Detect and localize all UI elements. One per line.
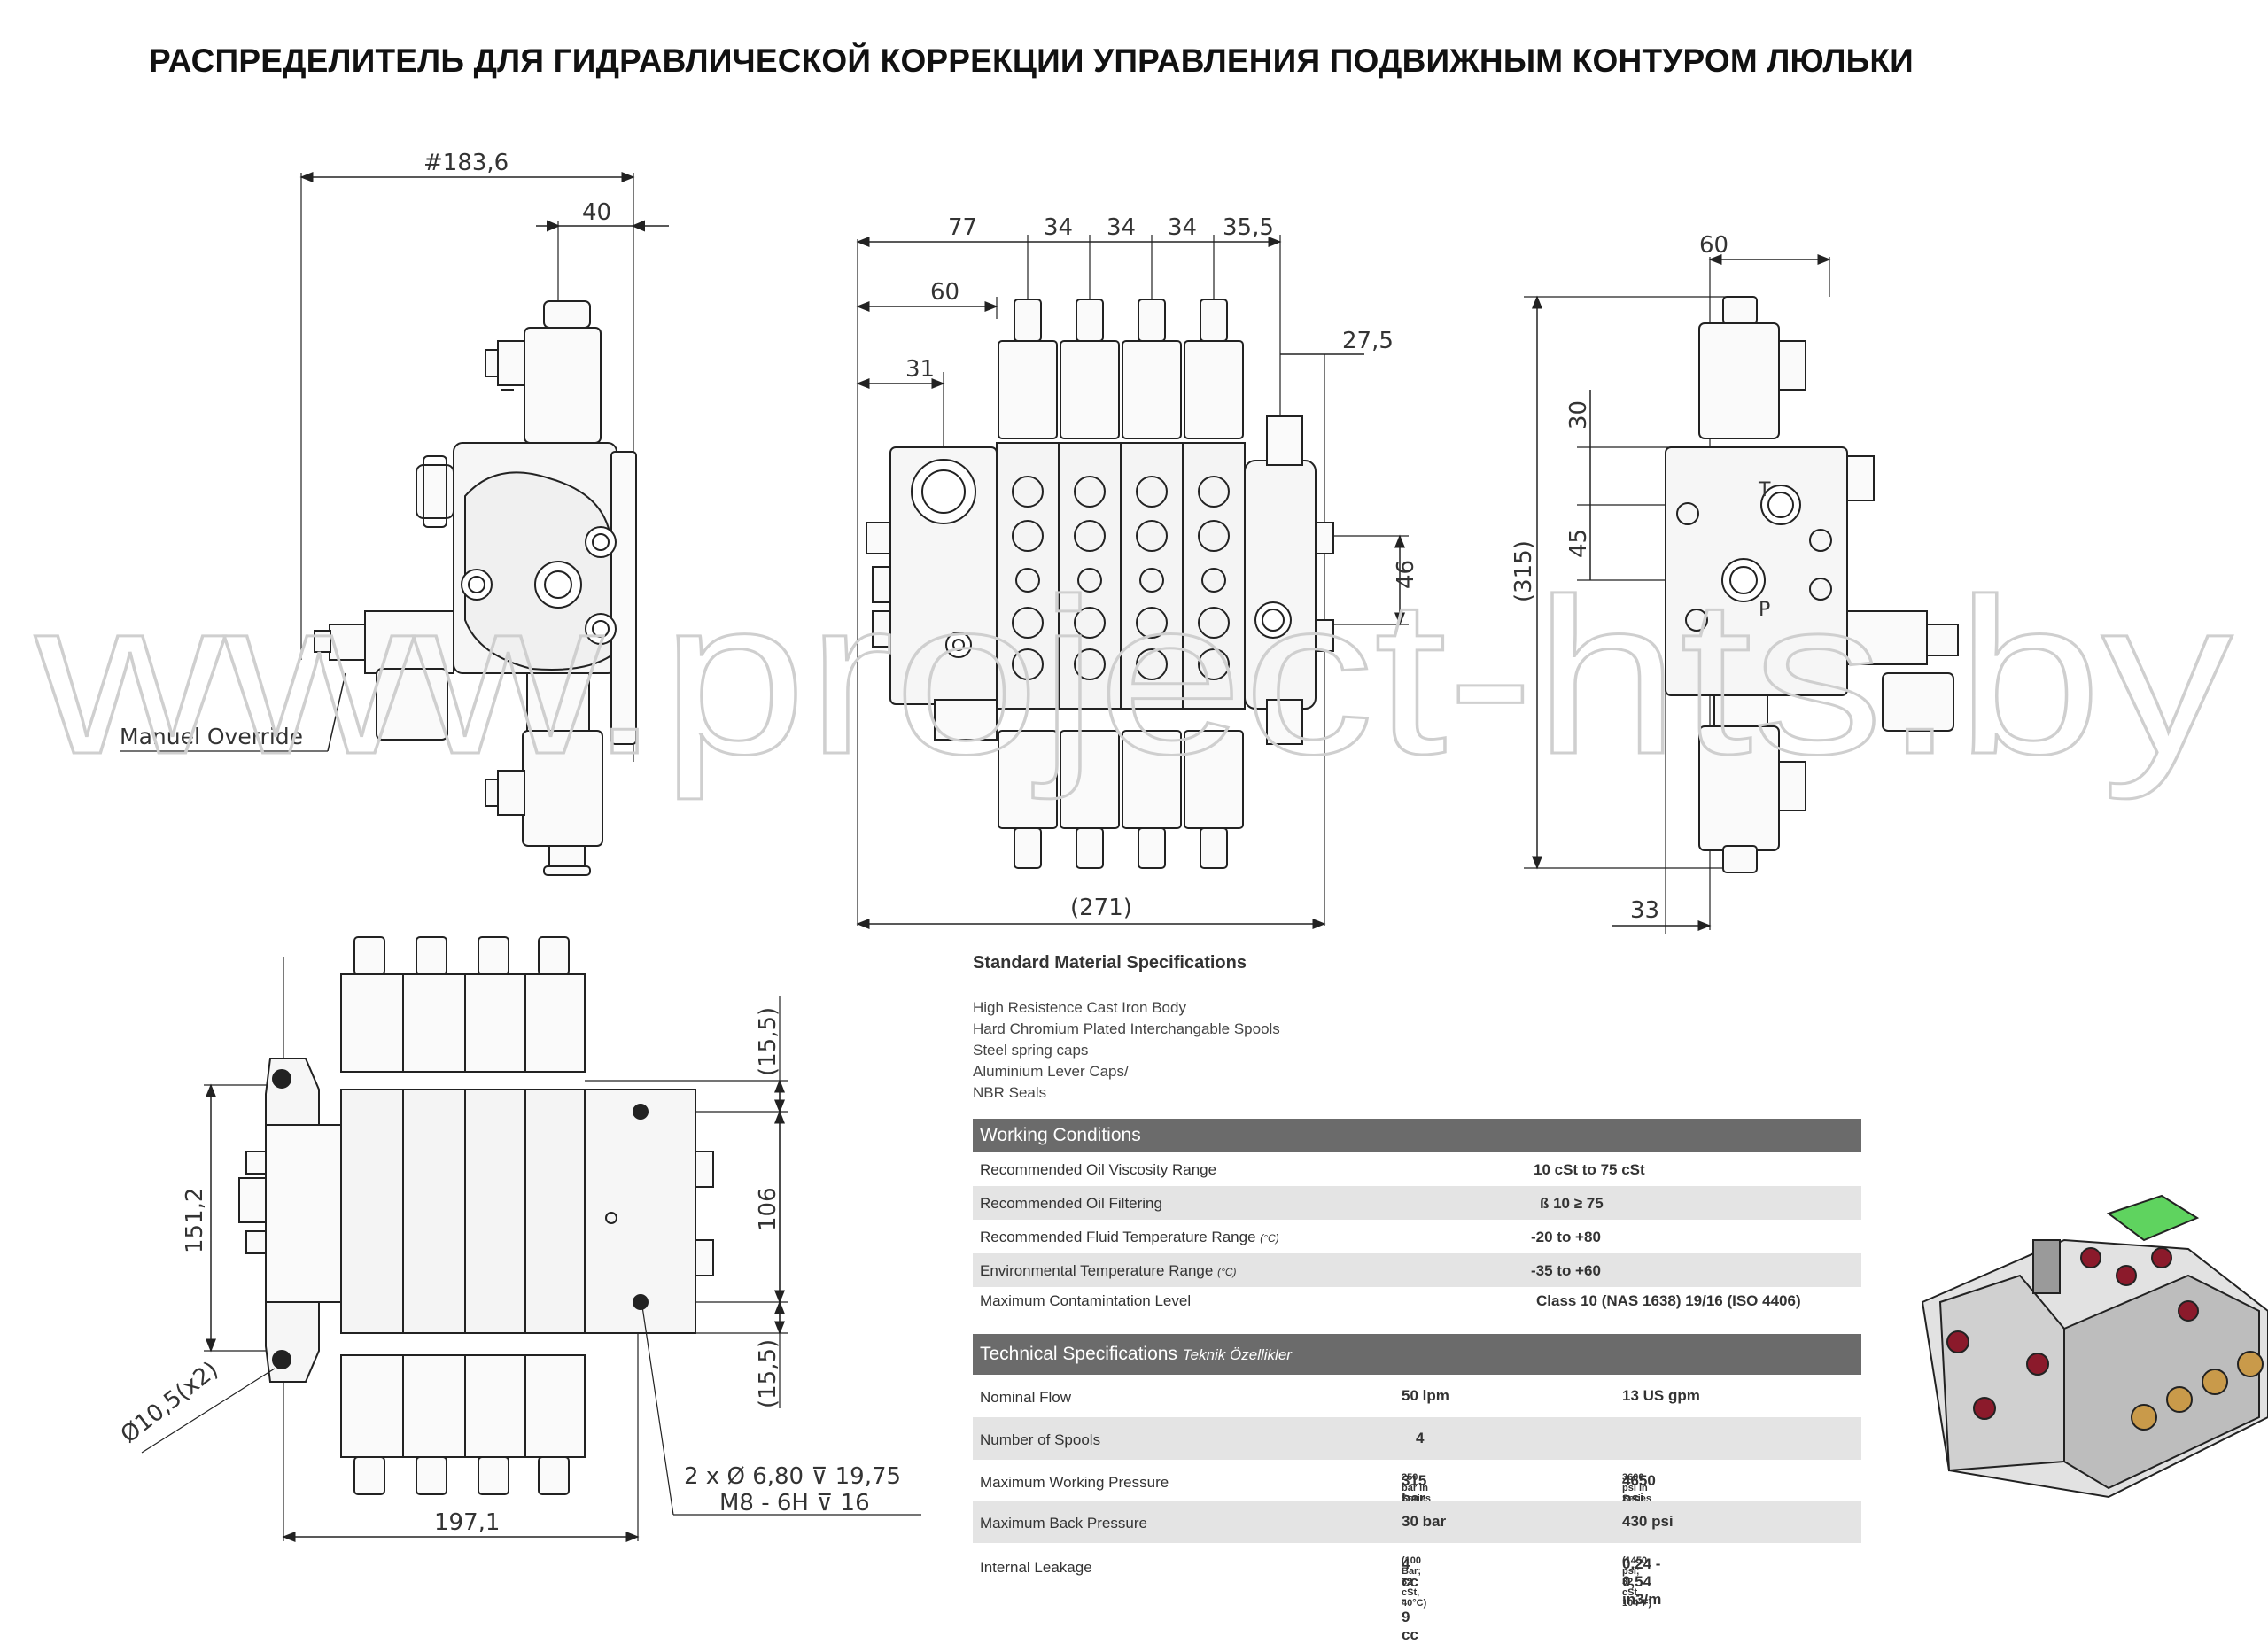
- dim-40: 40: [582, 199, 611, 226]
- row-label: Number of Spools: [980, 1431, 1101, 1448]
- row-label: Maximum Working Pressure: [980, 1474, 1169, 1491]
- row-value: -35 to +60: [1531, 1262, 1601, 1279]
- dim-15-5-top: (15,5): [755, 1007, 781, 1076]
- row-value-metric: 30 bar: [1402, 1513, 1447, 1530]
- table-row: Recommended Oil Viscosity Range 10 cSt t…: [973, 1152, 1861, 1186]
- dim-27-5: 27,5: [1342, 328, 1394, 354]
- material-item: NBR Seals: [973, 1084, 1047, 1101]
- table-row: Recommended Fluid Temperature Range (°C)…: [973, 1220, 1861, 1253]
- table-row: Environmental Temperature Range (°C) -35…: [973, 1253, 1861, 1287]
- dim-46: 46: [1393, 560, 1419, 589]
- dim-60-front: 60: [930, 279, 959, 306]
- dim-31: 31: [905, 356, 935, 383]
- material-list: High Resistence Cast Iron Body Hard Chro…: [973, 997, 1280, 1104]
- row-value-metric: 50 lpm: [1402, 1387, 1449, 1404]
- material-item: Hard Chromium Plated Interchangable Spoo…: [973, 1020, 1280, 1037]
- port-t-label: T: [1758, 479, 1771, 501]
- working-conditions-heading: Working Conditions: [973, 1119, 1861, 1152]
- dim-34-b: 34: [1107, 214, 1136, 241]
- right-view: [1524, 254, 1959, 934]
- dim-60-right: 60: [1699, 232, 1728, 259]
- dim-77: 77: [948, 214, 977, 241]
- bottom-solenoids: [998, 730, 1244, 869]
- row-label: Maximum Contamintation Level: [980, 1292, 1192, 1309]
- row-value-imperial: 430 psi: [1622, 1513, 1674, 1530]
- dim-151-2: 151,2: [182, 1188, 208, 1253]
- table-row: Nominal Flow 50 lpm 13 US gpm: [973, 1375, 1861, 1417]
- dim-35-5: 35,5: [1223, 214, 1274, 241]
- material-item: High Resistence Cast Iron Body: [973, 999, 1186, 1016]
- table-row: Recommended Oil Filtering ß 10 ≥ 75: [973, 1186, 1861, 1220]
- row-value-imperial: 13 US gpm: [1622, 1387, 1700, 1404]
- table-row: Internal Leakage 4 cc - 9 cc(100 Bar; 32…: [980, 1555, 1662, 1643]
- material-item: Aluminium Lever Caps/: [973, 1063, 1129, 1080]
- watermark: www.project-hts.by: [35, 553, 2233, 800]
- port-p-label: P: [1759, 599, 1770, 621]
- table-row: Maximum Contamintation Level Class 10 (N…: [973, 1287, 1861, 1321]
- row-label: Nominal Flow: [980, 1389, 1071, 1406]
- material-item: Steel spring caps: [973, 1042, 1089, 1059]
- row-value-metric: 4: [1416, 1430, 1425, 1446]
- ports: [1012, 476, 1230, 680]
- dim-106: 106: [755, 1187, 781, 1231]
- working-conditions-table: Working Conditions Recommended Oil Visco…: [973, 1119, 1861, 1321]
- bottom-view: [141, 936, 921, 1542]
- manual-override-label: Manuel Override: [120, 724, 303, 749]
- row-label: Recommended Oil Viscosity Range: [980, 1161, 1217, 1178]
- row-label: Recommended Fluid Temperature Range (°C): [980, 1229, 1279, 1245]
- front-view: [856, 235, 1409, 929]
- dim-15-5-bottom: (15,5): [755, 1339, 781, 1408]
- page-title: РАСПРЕДЕЛИТЕЛЬ ДЛЯ ГИДРАВЛИЧЕСКОЙ КОРРЕК…: [149, 43, 1914, 79]
- row-value: Class 10 (NAS 1638) 19/16 (ISO 4406): [1536, 1292, 1801, 1309]
- dim-183-6: #183,6: [423, 150, 509, 176]
- dim-197-1: 197,1: [434, 1509, 500, 1536]
- row-value: 10 cSt to 75 cSt: [1534, 1161, 1645, 1178]
- row-value: -20 to +80: [1531, 1229, 1601, 1245]
- valve-render-image: [1921, 1194, 2268, 1499]
- dim-34-c: 34: [1168, 214, 1197, 241]
- row-value: ß 10 ≥ 75: [1540, 1195, 1604, 1212]
- row-label: Maximum Back Pressure: [980, 1515, 1147, 1532]
- dim-34-a: 34: [1044, 214, 1073, 241]
- table-row: Maximum Back Pressure 30 bar 430 psi: [973, 1501, 1861, 1543]
- dim-271: (271): [1070, 895, 1132, 921]
- technical-specifications-table: Technical Specifications Teknik Özellikl…: [973, 1334, 1861, 1643]
- row-label: Internal Leakage: [980, 1559, 1092, 1576]
- material-heading: Standard Material Specifications: [973, 953, 1247, 973]
- dim-30: 30: [1565, 400, 1592, 430]
- row-label: Environmental Temperature Range (°C): [980, 1262, 1237, 1279]
- dim-315: (315): [1511, 540, 1537, 602]
- technical-drawing: #183,6 40 Manuel Override 77 34 34 34 35…: [33, 150, 2268, 1542]
- spool-sections: [996, 442, 1246, 710]
- side-view: [120, 172, 669, 876]
- thread-spec-1: 2 x Ø 6,80 ⊽ 19,75: [684, 1463, 901, 1490]
- row-label: Recommended Oil Filtering: [980, 1195, 1162, 1212]
- dim-33: 33: [1630, 897, 1659, 924]
- top-solenoids: [998, 299, 1244, 439]
- table-row: Number of Spools 4: [973, 1417, 1861, 1460]
- dim-45: 45: [1565, 529, 1592, 558]
- thread-spec-2: M8 - 6H ⊽ 16: [719, 1490, 870, 1516]
- technical-specifications-heading: Technical Specifications Teknik Özellikl…: [973, 1334, 1861, 1375]
